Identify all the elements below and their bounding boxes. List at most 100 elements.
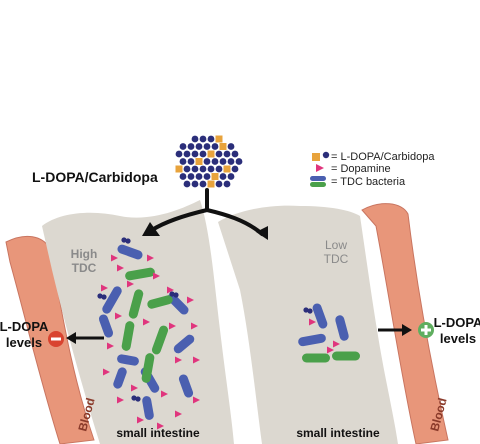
dopamine-molecule	[175, 356, 182, 364]
l-dopa-dot	[121, 237, 127, 243]
legend-label-dopamine: = Dopamine	[331, 163, 391, 175]
tdc-bacterium	[332, 351, 360, 361]
carbidopa-square-icon	[312, 153, 320, 161]
l-dopa-dot	[219, 173, 227, 180]
right-small-intestine	[218, 205, 398, 444]
high-tdc-line1: High	[71, 247, 98, 261]
tdc-bacterium	[142, 396, 154, 420]
tdc-bacterium	[117, 244, 143, 260]
right-output-arrowhead	[402, 324, 412, 336]
l-dopa-dot	[175, 150, 183, 158]
l-dopa-dot	[227, 173, 235, 180]
tdc-bacterium	[128, 289, 144, 319]
dopamine-molecule	[167, 286, 174, 294]
l-dopa-dot	[307, 308, 313, 314]
l-dopa-dot	[187, 143, 195, 150]
tdc-bacterium	[125, 267, 155, 281]
tdc-bacterium	[178, 374, 194, 398]
l-dopa-dot	[179, 173, 187, 180]
l-dopa-dot	[215, 165, 223, 173]
left-intestine-contents	[97, 237, 200, 430]
l-dopa-dot	[203, 143, 211, 150]
dopamine-molecule	[193, 356, 200, 364]
l-dopa-dot	[207, 135, 215, 143]
l-dopa-dot	[215, 180, 223, 188]
tdc-bacterium	[167, 293, 189, 315]
l-dopa-dot	[211, 143, 219, 150]
dopamine-molecule	[157, 422, 164, 430]
l-dopa-dot	[235, 158, 243, 165]
minus-sign	[51, 337, 61, 341]
low-tdc-line1: Low	[325, 238, 347, 252]
l-dopa-dot	[195, 173, 203, 180]
l-dopa-dot	[183, 150, 191, 158]
dopamine-molecule	[191, 322, 198, 330]
left-output-arrowhead	[66, 332, 76, 344]
tdc-bacteria-blue-icon	[310, 176, 326, 181]
decrease-indicator	[48, 331, 64, 347]
l-dopa-dot	[97, 293, 103, 299]
tdc-bacterium	[141, 353, 155, 383]
l-dopa-dot	[179, 158, 187, 165]
dopamine-molecule	[117, 396, 124, 404]
right-output-arrow	[378, 324, 412, 336]
dopamine-molecule	[175, 410, 182, 418]
l-dopa-dot	[131, 395, 137, 401]
right-intestine-contents	[298, 303, 360, 363]
l-dopa-dot	[231, 165, 239, 173]
l-dopa-dot	[223, 150, 231, 158]
legend: = L-DOPA/Carbidopa = Dopamine = TDC bact…	[310, 151, 435, 188]
dopamine-molecule	[103, 368, 110, 376]
dopamine-molecule	[169, 322, 176, 330]
l-dopa-dot	[207, 165, 215, 173]
l-dopa-carbidopa-cluster	[175, 135, 243, 188]
l-dopa-dot	[191, 165, 199, 173]
legend-item-l-dopa-carbidopa: = L-DOPA/Carbidopa	[312, 151, 435, 163]
l-dopa-dot	[101, 294, 107, 300]
left-output-arrow	[66, 332, 104, 344]
tdc-bacterium	[335, 315, 349, 341]
tdc-bacterium	[98, 314, 114, 338]
l-dopa-dot	[203, 173, 211, 180]
right-intestine-label: small intestine	[296, 426, 380, 440]
dopamine-molecule	[143, 318, 150, 326]
carbidopa-square	[207, 180, 215, 188]
l-dopa-dot	[215, 150, 223, 158]
plus-sign-v	[424, 325, 428, 335]
dopamine-icon	[316, 164, 324, 172]
dopamine-molecule	[327, 346, 334, 354]
tdc-bacterium	[298, 333, 326, 347]
tdc-bacterium	[312, 303, 328, 329]
dopamine-molecule	[309, 318, 316, 326]
legend-item-tdc-bacteria: = TDC bacteria	[310, 176, 406, 188]
tdc-bacterium	[121, 321, 135, 351]
l-dopa-dot	[191, 135, 199, 143]
l-dopa-dot	[203, 158, 211, 165]
right-levels-line2: levels	[440, 331, 476, 346]
dopamine-molecule	[127, 280, 134, 288]
l-dopa-dot	[183, 180, 191, 188]
l-dopa-dot	[199, 165, 207, 173]
legend-label-tdc-bacteria: = TDC bacteria	[331, 176, 406, 188]
carbidopa-square	[223, 165, 231, 173]
l-dopa-dot	[135, 396, 141, 402]
l-dopa-dot	[227, 158, 235, 165]
l-dopa-dot	[199, 180, 207, 188]
l-dopa-dot	[187, 158, 195, 165]
carbidopa-square	[211, 173, 219, 180]
carbidopa-square	[175, 165, 183, 173]
l-dopa-dot	[125, 238, 131, 244]
low-tdc-line2: TDC	[324, 252, 349, 266]
tdc-bacterium	[147, 295, 173, 309]
right-arrowhead	[256, 226, 268, 240]
carbidopa-square	[215, 135, 223, 143]
legend-item-dopamine: = Dopamine	[316, 163, 391, 175]
tdc-bacterium	[302, 353, 330, 363]
legend-label-l-dopa-carbidopa: = L-DOPA/Carbidopa	[331, 151, 435, 163]
dopamine-molecule	[107, 342, 114, 350]
tdc-bacterium	[102, 286, 122, 314]
dopamine-molecule	[333, 340, 340, 348]
left-levels-line1: L-DOPA	[0, 319, 49, 334]
l-dopa-dot	[169, 291, 175, 297]
dopamine-molecule	[193, 396, 200, 404]
